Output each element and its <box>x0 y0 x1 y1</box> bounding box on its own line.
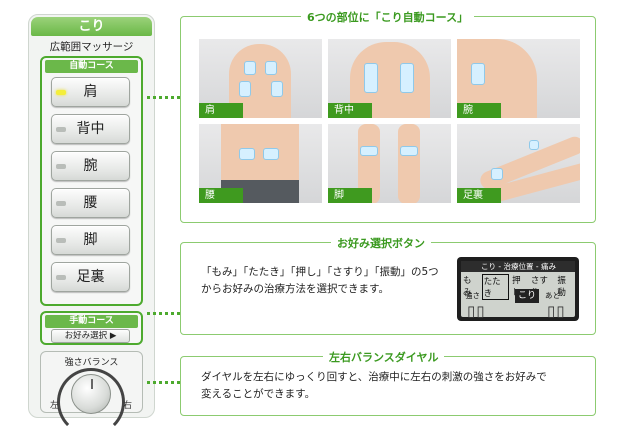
dial-marker-icon <box>91 379 93 389</box>
photo-arm: 腕 <box>457 39 580 118</box>
lcd-display: こり - 治療位置 - 痛み もみ たたき 押し さすり 振動 強さ こり あと… <box>457 257 579 321</box>
lcd-mode-selected: たたき <box>481 274 510 300</box>
auto-button-label: 腕 <box>83 158 98 174</box>
dial-left-label: 左 <box>50 401 60 411</box>
lcd-top-bar: こり - 治療位置 - 痛み <box>461 261 575 272</box>
preference-text-line1: 「もみ」「たたき」「押し」「さすり」「振動」の5つ <box>201 266 439 278</box>
photo-label: 腕 <box>457 103 501 118</box>
auto-button-label: 肩 <box>83 84 98 100</box>
photo-label: 肩 <box>199 103 243 118</box>
led-indicator <box>56 201 66 206</box>
photo-label: 腰 <box>199 188 243 203</box>
photo-label: 脚 <box>328 188 372 203</box>
connector-preference <box>147 312 180 315</box>
led-indicator <box>56 238 66 243</box>
photo-sole: 足裏 <box>457 124 580 203</box>
balance-section: 左右バランスダイヤル ダイヤルを左右にゆっくり回すと、治療中に左右の刺激の強さを… <box>180 349 596 416</box>
dial-right-label: 右 <box>123 401 133 411</box>
remote-header: こり <box>31 17 152 36</box>
lcd-screen: こり - 治療位置 - 痛み もみ たたき 押し さすり 振動 強さ こり あと… <box>461 261 575 320</box>
preference-description: 「もみ」「たたき」「押し」「さすり」「振動」の5つ からお好みの治療方法を選択で… <box>201 264 439 298</box>
auto-course-label: 自動コース <box>45 60 138 73</box>
auto-button-waist[interactable]: 腰 <box>51 188 130 218</box>
photo-shoulder: 肩 <box>199 39 322 118</box>
lcd-remaining-label: あと <box>545 291 560 300</box>
auto-course-group: 自動コース 肩 背中 腕 腰 脚 足裏 <box>40 56 143 306</box>
photo-label: 足裏 <box>457 188 501 203</box>
photo-back: 背中 <box>328 39 451 118</box>
balance-description: ダイヤルを左右にゆっくり回すと、治療中に左右の刺激の強さをお好みで 変えることが… <box>201 369 547 403</box>
connector-areas <box>147 96 180 99</box>
auto-button-leg[interactable]: 脚 <box>51 225 130 255</box>
led-indicator <box>56 127 66 132</box>
photo-leg: 脚 <box>328 124 451 203</box>
photo-waist: 腰 <box>199 124 322 203</box>
preference-section-title: お好み選択ボタン <box>331 235 431 251</box>
balance-text-line2: 変えることができます。 <box>201 388 316 400</box>
led-indicator <box>56 164 66 169</box>
dial-arc <box>57 368 125 430</box>
manual-course-group: 手動コース お好み選択 ▶ <box>40 311 143 345</box>
led-indicator <box>56 275 66 280</box>
auto-button-label: 腰 <box>83 195 98 211</box>
remote-subtitle: 広範囲マッサージ <box>49 41 134 53</box>
auto-button-label: 足裏 <box>76 269 105 285</box>
active-led-indicator <box>56 90 66 95</box>
balance-title: 強さバランス <box>64 358 119 368</box>
areas-section: 6つの部位に「こり自動コース」 肩 背中 腕 腰 脚 <box>180 9 596 223</box>
connector-balance <box>147 381 180 384</box>
lcd-mode: 振動 <box>557 276 566 298</box>
lcd-mode: もみ <box>463 276 472 298</box>
preference-section: お好み選択ボタン 「もみ」「たたき」「押し」「さすり」「振動」の5つ からお好み… <box>180 235 596 335</box>
balance-text-line1: ダイヤルを左右にゆっくり回すと、治療中に左右の刺激の強さをお好みで <box>201 371 547 383</box>
auto-button-label: 脚 <box>83 232 98 248</box>
auto-button-back[interactable]: 背中 <box>51 114 130 144</box>
preference-select-button[interactable]: お好み選択 ▶ <box>51 329 130 343</box>
lcd-segment-digits-icon: ▯▯ <box>467 302 486 320</box>
auto-button-sole[interactable]: 足裏 <box>51 262 130 292</box>
lcd-bottom-area: 強さ こり あと ▯▯ ▯▯ <box>463 288 573 320</box>
balance-dial[interactable] <box>71 374 111 414</box>
preference-text-line2: からお好みの治療方法を選択できます。 <box>201 283 389 295</box>
auto-button-arm[interactable]: 腕 <box>51 151 130 181</box>
manual-course-label: 手動コース <box>45 315 138 328</box>
auto-button-shoulder[interactable]: 肩 <box>51 77 130 107</box>
remote-controller-panel: こり 広範囲マッサージ 自動コース 肩 背中 腕 腰 脚 足裏 手動コース <box>28 14 155 430</box>
balance-section-title: 左右バランスダイヤル <box>323 349 445 365</box>
lcd-strength-label: 強さ <box>465 291 480 300</box>
balance-dial-box: 強さバランス 左 右 <box>40 351 143 430</box>
photo-label: 背中 <box>328 103 372 118</box>
auto-button-label: 背中 <box>76 121 105 137</box>
lcd-segment-digits-icon: ▯▯ <box>547 302 566 320</box>
lcd-kori-indicator: こり <box>515 289 539 303</box>
areas-section-title: 6つの部位に「こり自動コース」 <box>301 9 475 25</box>
